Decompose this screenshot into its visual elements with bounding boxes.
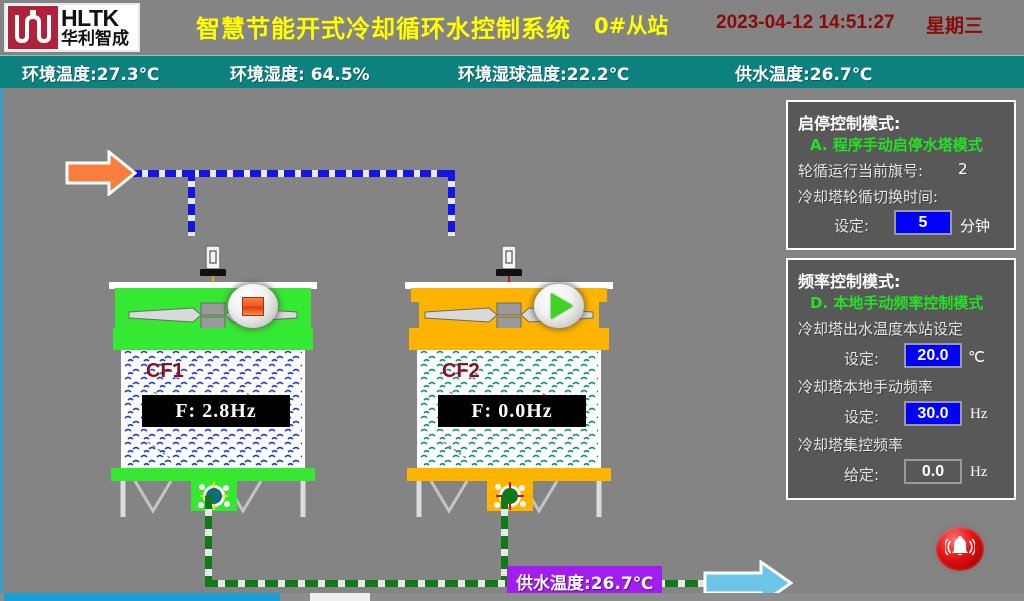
switch-time-set-label: 设定: [834,217,870,235]
outlet-temp-label: 冷却塔出水温度本站设定 [798,320,964,338]
status-supply-water-temperature: 供水温度:26.7℃ [735,65,873,85]
return-pipe-cf2-drop [448,170,455,236]
cf1-pump[interactable] [191,481,237,511]
cf1-support-legs [113,480,313,519]
alarm-bell-icon [944,534,976,565]
cf2-basin [407,468,611,481]
taskbar-active-window[interactable] [4,593,280,601]
cf2-start-button[interactable] [534,284,584,328]
return-water-arrow [65,148,138,201]
cf1-fill-body: CF1 F: 2.8Hz [121,350,305,470]
status-ambient-temperature: 环境温度:27.3℃ [22,65,160,85]
frequency-current-mode[interactable]: D. 本地手动频率控制模式 [810,294,984,312]
system-weekday: 星期三 [926,15,984,37]
cf2-upper-band [409,328,609,350]
startstop-panel-title: 启停控制模式: [798,114,901,133]
frequency-panel-title: 频率控制模式: [798,272,901,291]
company-logo: HLTK 华利智成 [4,3,140,52]
local-frequency-input[interactable]: 30.0 [904,401,962,426]
cf2-label: CF2 [442,360,480,382]
local-frequency-label: 冷却塔本地手动频率 [798,378,934,396]
central-frequency-unit: Hz [970,464,988,480]
cf1-fan-housing [115,288,311,332]
central-frequency-label: 冷却塔集控频率 [798,436,904,454]
os-taskbar[interactable] [0,593,1024,601]
outlet-temp-input[interactable]: 20.0 [904,343,962,368]
switch-time-input[interactable]: 5 [894,210,952,235]
system-datetime: 2023-04-12 14:51:27 [716,12,895,33]
startstop-control-panel: 启停控制模式: A. 程序手动启停水塔模式 轮循运行当前旗号: 2 冷却塔轮循切… [786,100,1016,250]
supply-pipe-main [205,580,710,587]
central-frequency-value: 0.0 [904,459,962,484]
play-icon [551,293,573,319]
switch-time-unit: 分钟 [960,219,991,235]
cf2-fill-body: CF2 F: 0.0Hz [417,350,601,470]
cf1-basin [111,468,315,481]
central-frequency-set-label: 给定: [844,466,880,484]
app-header: HLTK 华利智成 智慧节能开式冷却循环水控制系统 0#从站 2023-04-1… [0,0,1024,55]
page-title: 智慧节能开式冷却循环水控制系统 [196,15,571,43]
cf2-pump[interactable] [487,481,533,511]
status-ambient-humidity: 环境湿度: 64.5% [230,65,370,85]
switch-time-label: 冷却塔轮循切换时间: [798,188,939,206]
cf2-frequency-value: F: 0.0Hz [471,399,553,422]
logo-latin-text: HLTK [61,5,119,31]
hltk-monogram-icon [8,6,58,49]
return-pipe-top [131,170,455,177]
cf1-fan-motor-icon [199,244,227,282]
frequency-control-panel: 频率控制模式: D. 本地手动频率控制模式 冷却塔出水温度本站设定 设定: 20… [786,258,1016,500]
cf1-stop-button[interactable] [228,284,278,328]
rotation-flag-label: 轮循运行当前旗号: [798,162,924,180]
cf1-deck [109,282,317,289]
local-frequency-set-label: 设定: [844,408,880,426]
logo-cjk-text: 华利智成 [61,29,129,49]
status-wet-bulb-temperature: 环境湿球温度:22.2℃ [458,65,630,85]
cf2-deck [405,282,613,289]
cf2-frequency-display: F: 0.0Hz [438,395,586,427]
outlet-temp-set-label: 设定: [844,350,880,368]
local-frequency-unit: Hz [970,406,988,422]
cf1-frequency-value: F: 2.8Hz [175,399,257,422]
alarm-button[interactable] [936,527,984,571]
supply-temperature-tag: 供水温度:26.7℃ [507,566,663,598]
return-pipe-cf1-drop [188,170,195,236]
taskbar-tray[interactable] [310,593,370,601]
cf1-frequency-display: F: 2.8Hz [142,395,290,427]
startstop-current-mode[interactable]: A. 程序手动启停水塔模式 [810,136,983,154]
cf2-fan-motor-icon [495,244,523,282]
environment-status-bar: 环境温度:27.3℃ 环境湿度: 64.5% 环境湿球温度:22.2℃ 供水温度… [0,55,1024,88]
rotation-flag-value: 2 [958,160,968,178]
station-id: 0#从站 [594,14,669,38]
supply-pipe-cf2-riser [501,496,508,587]
outlet-temp-unit: ℃ [968,350,985,366]
cf1-label: CF1 [146,360,184,382]
cf1-upper-band [113,328,313,350]
stop-icon [242,296,264,316]
supply-pipe-cf1-riser [205,496,212,587]
